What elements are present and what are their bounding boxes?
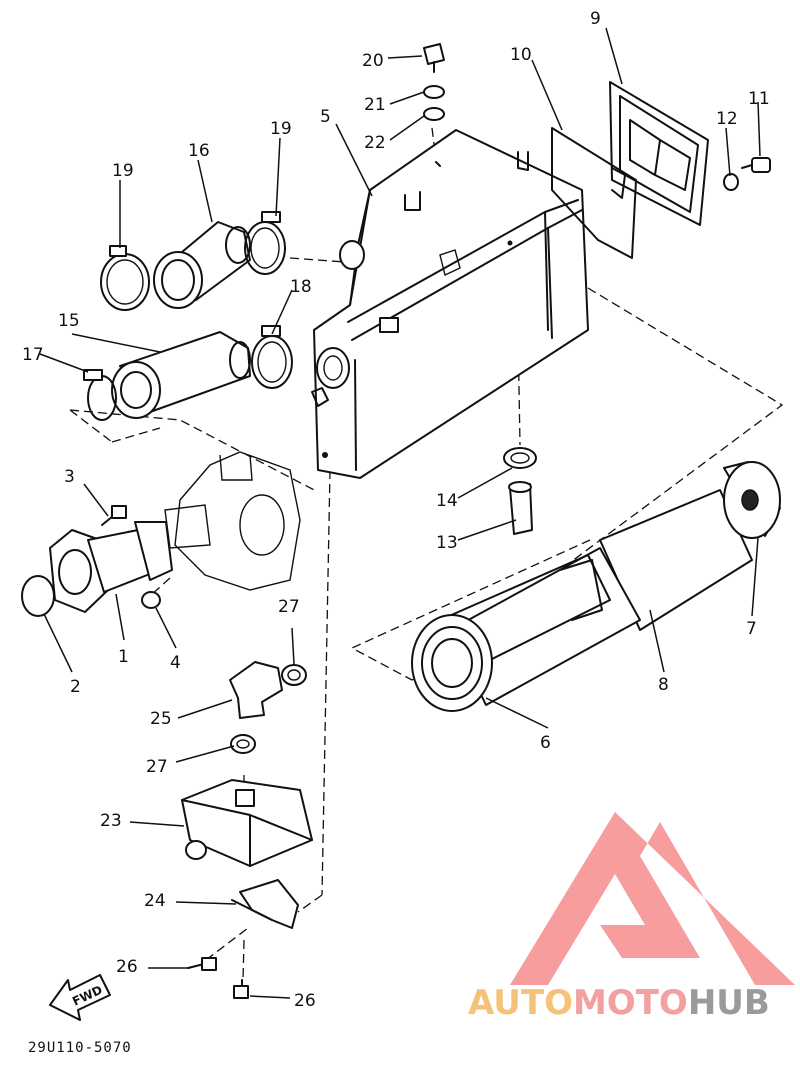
manifold-1 [49, 521, 173, 613]
clamp-27a [281, 664, 307, 686]
intake-hose-15 [111, 331, 251, 419]
callout-20: 20 [362, 51, 384, 71]
element-assembly [411, 461, 781, 712]
fwd-arrow: FWD [49, 974, 111, 1021]
clamp-17 [83, 369, 117, 421]
washer-21 [423, 85, 445, 99]
callout-19-left: 19 [112, 161, 134, 181]
callout-13: 13 [436, 533, 458, 553]
callout-16: 16 [188, 141, 210, 161]
callout-26-left: 26 [116, 957, 138, 977]
callout-23: 23 [100, 811, 122, 831]
callout-8: 8 [658, 675, 669, 695]
callout-17: 17 [22, 345, 44, 365]
case-cover [609, 81, 709, 226]
callout-24: 24 [144, 891, 166, 911]
clamp-18 [251, 325, 293, 389]
watermark-auto: AUTO [468, 983, 573, 1023]
callout-25: 25 [150, 709, 172, 729]
screw-26b [233, 979, 249, 999]
callout-26-right: 26 [294, 991, 316, 1011]
clamp-19a [100, 245, 150, 311]
screw-11 [741, 157, 771, 173]
watermark-moto: MOTO [573, 983, 688, 1023]
bolt-20 [423, 43, 445, 73]
drain-tank-23 [181, 779, 313, 867]
clamp-27b [230, 734, 256, 754]
air-cleaner-case [311, 129, 589, 479]
bracket-24 [231, 879, 299, 929]
bolt-3 [101, 505, 127, 526]
callout-18: 18 [290, 277, 312, 297]
clamp-19b [244, 211, 286, 275]
diagram-code: 29U110-5070 [28, 1040, 132, 1056]
callout-1: 1 [118, 647, 129, 667]
carburetor [164, 451, 301, 591]
callout-11: 11 [748, 89, 770, 109]
callout-9: 9 [590, 9, 601, 29]
callout-22: 22 [364, 133, 386, 153]
callout-2: 2 [70, 677, 81, 697]
callout-15: 15 [58, 311, 80, 331]
screw-26a [187, 957, 217, 971]
drain-hose-25 [229, 661, 283, 719]
callout-3: 3 [64, 467, 75, 487]
callout-labels: 1 2 3 4 5 6 7 8 9 10 11 12 13 14 15 16 1… [22, 9, 770, 1011]
callout-14: 14 [436, 491, 458, 511]
clamp-14 [503, 447, 537, 469]
callout-12: 12 [716, 109, 738, 129]
callout-6: 6 [540, 733, 551, 753]
nut-4 [141, 591, 161, 609]
callout-21: 21 [364, 95, 386, 115]
joint-hose-16 [153, 221, 251, 309]
callout-19-right: 19 [270, 119, 292, 139]
callout-27-bottom: 27 [146, 757, 168, 777]
callout-4: 4 [170, 653, 181, 673]
washer-22 [423, 107, 445, 121]
leader-lines [39, 27, 761, 999]
svg-text:AUTOMOTOHUB: AUTOMOTOHUB [468, 983, 770, 1023]
case-gasket [551, 127, 637, 259]
o-ring-2 [21, 575, 55, 617]
watermark-logo: AUTOMOTOHUB [468, 812, 795, 1023]
washer-12 [723, 173, 739, 191]
callout-10: 10 [510, 45, 532, 65]
callout-7: 7 [746, 619, 757, 639]
assembly-lines [69, 127, 784, 981]
callout-5: 5 [320, 107, 331, 127]
joint-13 [508, 481, 533, 535]
callout-27-top: 27 [278, 597, 300, 617]
watermark-hub: HUB [688, 983, 770, 1023]
